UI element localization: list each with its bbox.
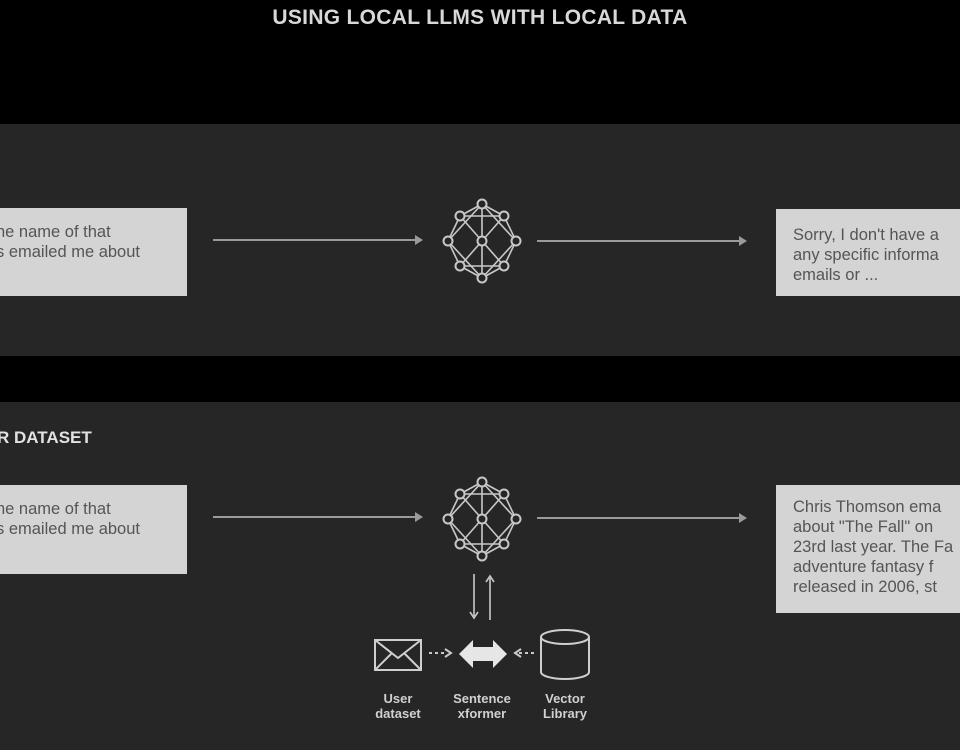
answer-line: Chris Thomson ema	[793, 498, 942, 516]
network-edge	[447, 481, 483, 520]
network-edge	[447, 518, 483, 557]
query-box: he name of that s emailed me about	[0, 485, 187, 574]
answer-line: adventure fantasy f	[793, 558, 934, 576]
arrow-right	[213, 235, 423, 245]
network-edge	[481, 518, 505, 545]
section-label: R DATASET	[0, 428, 92, 447]
network-edge	[481, 215, 505, 242]
network-node	[476, 235, 488, 247]
neural-network-icon	[442, 198, 522, 284]
answer-box: Sorry, I don't have a any specific infor…	[776, 209, 960, 296]
network-node	[476, 272, 488, 284]
network-edge	[459, 518, 483, 545]
network-edge	[481, 493, 505, 520]
network-node	[454, 488, 466, 500]
neural-network-icon	[442, 476, 522, 562]
network-node	[498, 538, 510, 550]
caption-line: User	[383, 691, 413, 706]
network-node	[476, 476, 488, 488]
network-edge	[481, 240, 505, 267]
caption-line: Sentence	[453, 691, 511, 706]
database-icon	[540, 629, 590, 680]
dashed-arrow	[429, 648, 453, 658]
answer-line: about "The Fall" on	[793, 518, 934, 536]
envelope-icon	[374, 639, 422, 671]
query-box: he name of that s emailed me about	[0, 208, 187, 296]
network-node	[498, 210, 510, 222]
network-node	[510, 235, 522, 247]
arrow-right	[213, 512, 423, 522]
caption-line: Vector	[545, 691, 585, 706]
network-node	[510, 513, 522, 525]
arrow-right	[537, 513, 747, 523]
network-edge	[459, 493, 483, 520]
page-title: USING LOCAL LLMS WITH LOCAL DATA	[272, 6, 688, 29]
caption-line: xformer	[457, 706, 507, 721]
pipeline-caption: Sentence xformer	[442, 691, 522, 721]
network-edge	[481, 240, 517, 279]
network-node	[476, 198, 488, 210]
network-edge	[447, 240, 483, 279]
caption-line: dataset	[375, 706, 421, 721]
network-edge	[459, 215, 483, 242]
network-node	[454, 260, 466, 272]
network-node	[498, 260, 510, 272]
pipeline-caption: Vector Library	[525, 691, 605, 721]
pipeline-caption: User dataset	[358, 691, 438, 721]
answer-line: 23rd last year. The Fa	[793, 538, 954, 556]
answer-line: any specific informa	[793, 246, 939, 264]
panel-without-dataset: he name of that s emailed me about Sorry…	[0, 124, 960, 356]
network-edge	[481, 518, 517, 557]
network-node	[476, 513, 488, 525]
query-line: s emailed me about	[0, 243, 140, 261]
query-line: s emailed me about	[0, 520, 140, 538]
network-node	[454, 210, 466, 222]
arrow-right	[537, 236, 747, 246]
double-arrow-icon	[459, 640, 507, 668]
network-edge	[481, 203, 517, 242]
query-line: he name of that	[0, 223, 111, 241]
answer-line: Sorry, I don't have a	[793, 226, 939, 244]
dashed-arrow	[513, 648, 537, 658]
answer-line: released in 2006, st	[793, 578, 938, 596]
answer-line: emails or ...	[793, 266, 879, 284]
network-node	[442, 513, 454, 525]
network-node	[442, 235, 454, 247]
network-node	[476, 550, 488, 562]
bidirectional-arrows	[469, 574, 495, 620]
network-node	[454, 538, 466, 550]
network-edge	[447, 203, 483, 242]
answer-box: Chris Thomson ema about "The Fall" on 23…	[776, 485, 960, 613]
network-node	[498, 488, 510, 500]
network-edge	[481, 481, 517, 520]
network-edge	[459, 240, 483, 267]
caption-line: Library	[542, 706, 588, 721]
query-line: he name of that	[0, 500, 111, 518]
panel-with-dataset: R DATASET he name of that s emailed me a…	[0, 402, 960, 750]
